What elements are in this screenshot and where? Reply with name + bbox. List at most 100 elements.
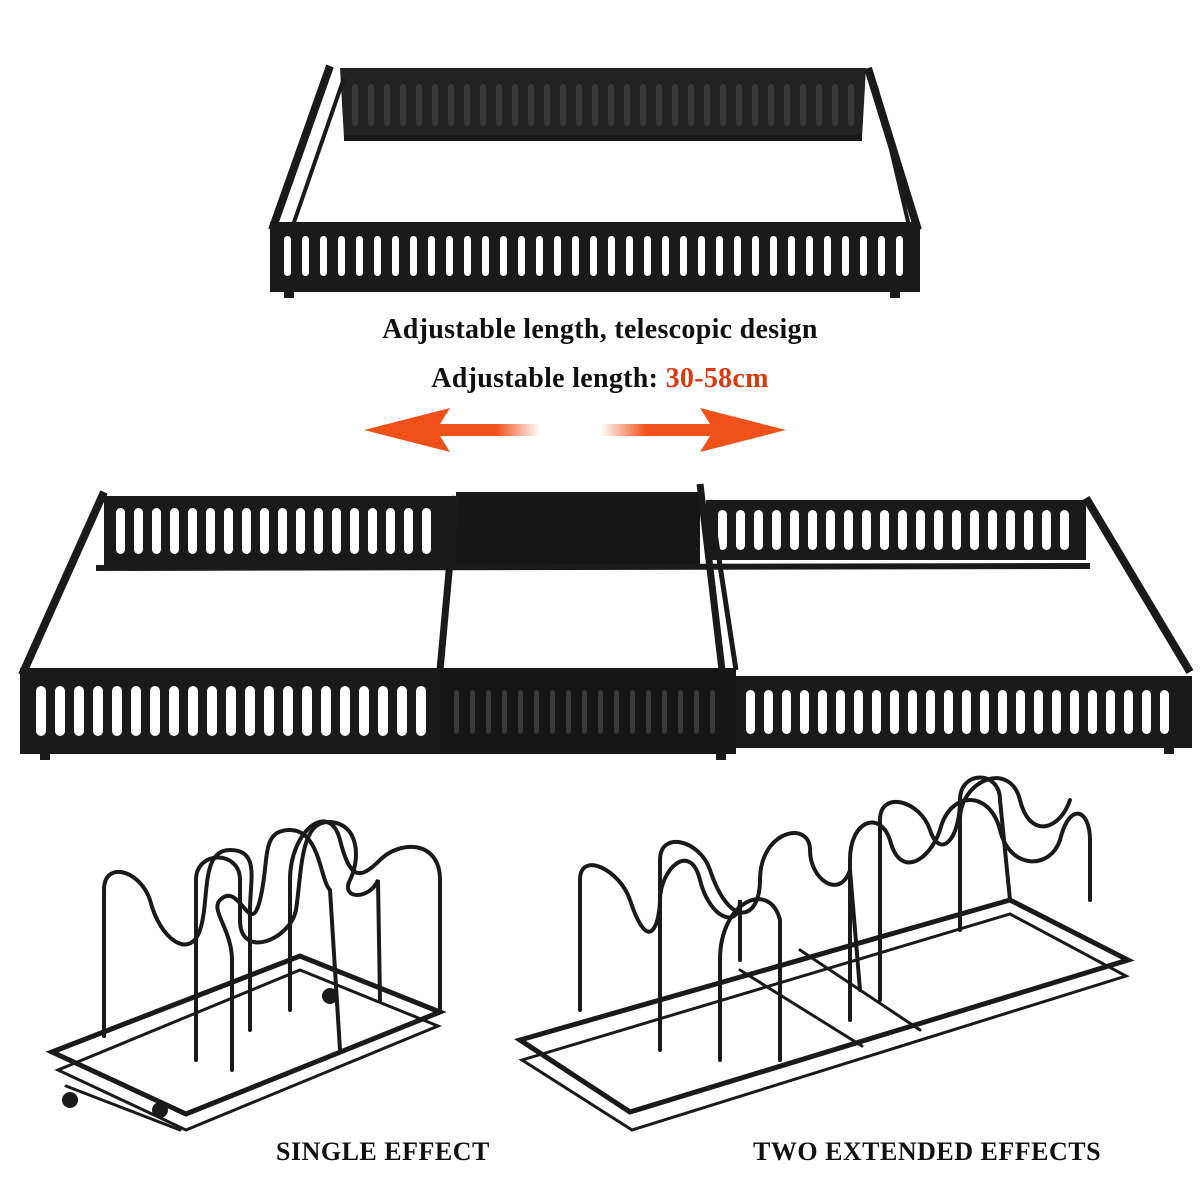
slot xyxy=(934,510,943,550)
slot xyxy=(784,84,790,126)
slot xyxy=(314,508,323,554)
slot xyxy=(480,84,486,126)
slot xyxy=(678,690,683,734)
slot xyxy=(242,508,251,554)
length-prefix: Adjustable length: xyxy=(431,363,666,394)
slot xyxy=(93,686,103,736)
slot xyxy=(952,510,961,550)
slot xyxy=(898,510,907,550)
slot xyxy=(970,510,979,550)
two-rack xyxy=(514,775,1135,1132)
slot xyxy=(169,686,179,736)
slot xyxy=(656,84,662,126)
slot xyxy=(454,690,459,734)
slot xyxy=(302,686,312,736)
slot xyxy=(374,236,381,276)
slot xyxy=(1024,510,1033,550)
slot xyxy=(560,84,566,126)
slot xyxy=(782,690,791,734)
slot xyxy=(368,508,377,554)
slot xyxy=(386,508,395,554)
slot xyxy=(998,690,1007,734)
slot xyxy=(470,690,475,734)
slot xyxy=(926,690,935,734)
slot xyxy=(860,236,867,276)
slot xyxy=(464,236,471,276)
slot xyxy=(598,690,603,734)
slot xyxy=(36,686,46,736)
slot xyxy=(944,690,953,734)
slot xyxy=(332,508,341,554)
slot xyxy=(832,84,838,126)
slot xyxy=(824,236,831,276)
slot xyxy=(790,510,799,550)
slot xyxy=(962,690,971,734)
slot xyxy=(842,236,849,276)
single-rack xyxy=(45,819,447,1132)
length-caption: Adjustable length: 30-58cm xyxy=(0,363,1200,395)
slot xyxy=(826,510,835,550)
slot xyxy=(582,690,587,734)
slot xyxy=(554,236,561,276)
slot xyxy=(800,84,806,126)
slot xyxy=(764,690,773,734)
slot xyxy=(464,84,470,126)
slot xyxy=(1034,690,1043,734)
slot xyxy=(710,690,715,734)
slot xyxy=(534,690,539,734)
slot xyxy=(74,686,84,736)
slot xyxy=(848,84,854,126)
slot xyxy=(572,236,579,276)
slot xyxy=(378,686,388,736)
slot xyxy=(448,84,454,126)
slot xyxy=(188,508,197,554)
slot xyxy=(428,236,435,276)
slot xyxy=(226,686,236,736)
slot xyxy=(296,508,305,554)
slot xyxy=(752,84,758,126)
slot xyxy=(116,508,125,554)
slot xyxy=(397,686,407,736)
slot xyxy=(896,236,903,276)
slot xyxy=(770,236,777,276)
slot xyxy=(1160,690,1169,734)
slot xyxy=(806,236,813,276)
slot xyxy=(320,236,327,276)
slot xyxy=(1052,690,1061,734)
slot xyxy=(880,510,889,550)
slot xyxy=(1042,510,1051,550)
slot xyxy=(340,686,350,736)
slot xyxy=(283,686,293,736)
slot xyxy=(206,508,215,554)
slot xyxy=(1070,690,1079,734)
slot xyxy=(112,686,122,736)
slot xyxy=(278,508,287,554)
slot xyxy=(608,236,615,276)
slot xyxy=(486,690,491,734)
slot xyxy=(1088,690,1097,734)
slot xyxy=(844,510,853,550)
slot xyxy=(614,690,619,734)
slot xyxy=(321,686,331,736)
slot xyxy=(862,510,871,550)
slot xyxy=(734,236,741,276)
two-extended-effects-label: TWO EXTENDED EFFECTS xyxy=(753,1137,1102,1166)
slot xyxy=(818,690,827,734)
slot xyxy=(152,508,161,554)
slot xyxy=(916,510,925,550)
slot xyxy=(500,236,507,276)
slot xyxy=(736,84,742,126)
slot xyxy=(1142,690,1151,734)
slot xyxy=(496,84,502,126)
slot xyxy=(646,690,651,734)
slot xyxy=(640,84,646,126)
slot xyxy=(644,236,651,276)
slot xyxy=(716,236,723,276)
slot xyxy=(890,690,899,734)
slot xyxy=(980,690,989,734)
slot xyxy=(536,236,543,276)
slot xyxy=(356,236,363,276)
slot xyxy=(662,236,669,276)
slot xyxy=(528,84,534,126)
